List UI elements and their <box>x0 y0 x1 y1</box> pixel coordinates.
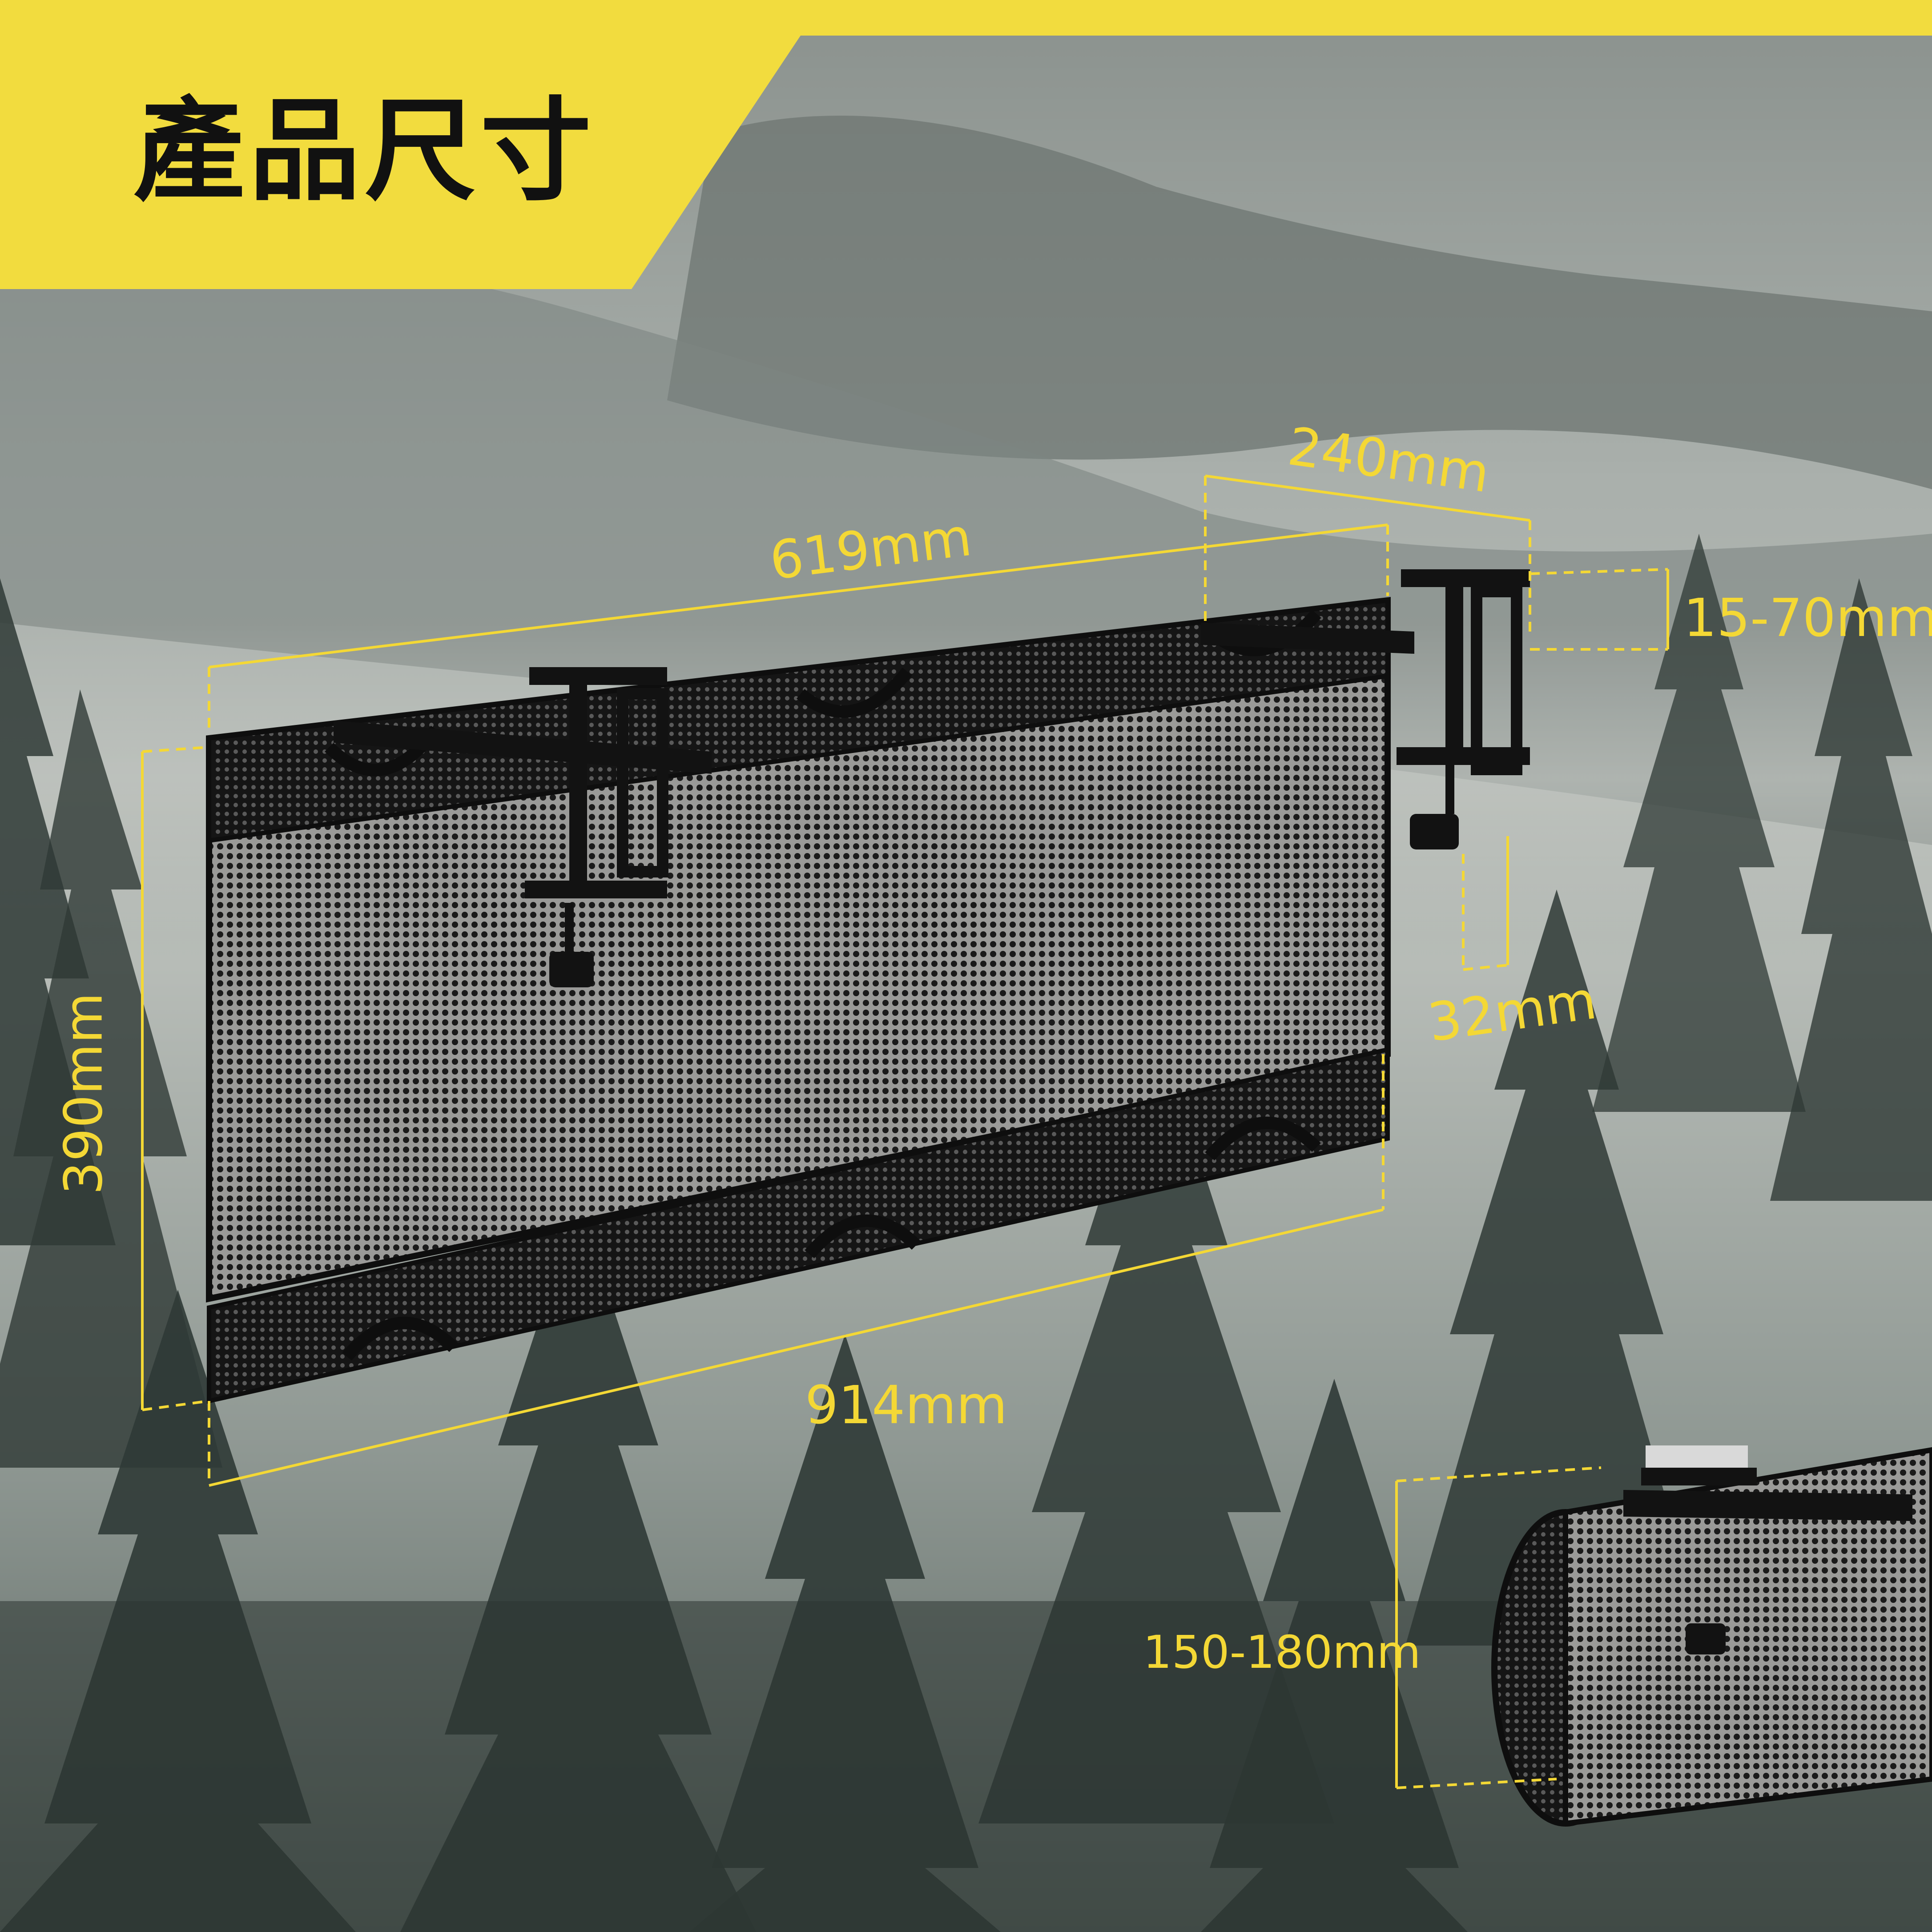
left-clamp <box>334 667 712 987</box>
mesh-organizer <box>206 597 1391 1404</box>
dimension-rolled-diameter-label: 150-180mm <box>1143 1626 1421 1679</box>
far-mountain <box>667 116 1932 489</box>
page-title: 產品尺寸 <box>133 86 596 216</box>
dimension-clamp-range-label: 15-70mm <box>1683 587 1932 648</box>
dimension-height-label: 390mm <box>52 992 114 1195</box>
title-banner <box>0 0 1932 289</box>
dimension-lines <box>141 475 1669 1789</box>
right-clamp <box>1201 569 1530 849</box>
rolled-organizer-inset <box>1491 1445 1932 1827</box>
dimension-total-width-label: 914mm <box>805 1374 1008 1436</box>
